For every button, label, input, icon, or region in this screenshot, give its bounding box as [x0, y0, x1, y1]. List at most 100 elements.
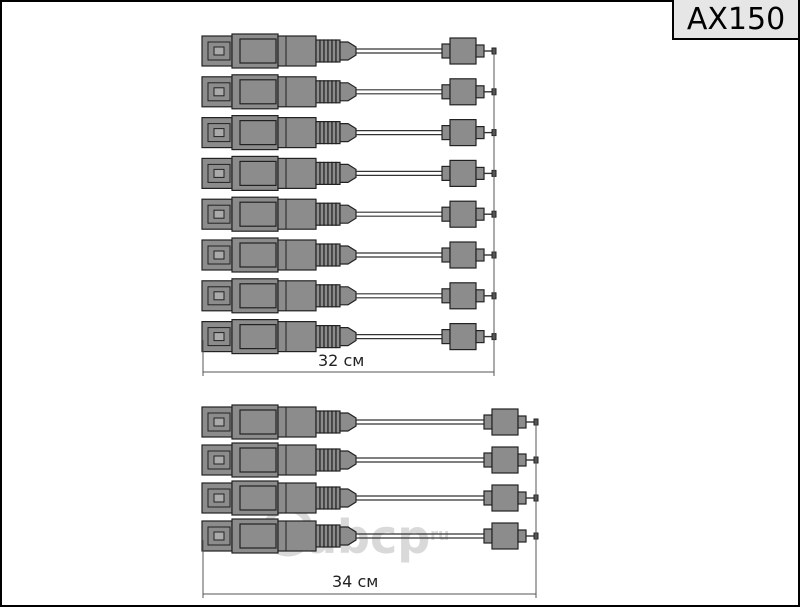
terminal-cap-inner — [207, 123, 231, 143]
distributor-boot-neck — [475, 248, 485, 262]
distributor-boot-body — [491, 408, 519, 436]
distributor-boot-collar — [441, 84, 451, 100]
ignition-cable-g1-6 — [201, 237, 497, 273]
boot-body-panel — [239, 485, 277, 511]
boot-rib — [331, 120, 337, 145]
terminal-cap-inner — [207, 286, 231, 306]
boot-rib — [323, 243, 329, 267]
boot-rib — [331, 486, 337, 510]
boot-rib — [327, 524, 333, 548]
terminal-contact — [213, 209, 225, 219]
boot-rib — [327, 486, 333, 510]
distributor-boot-neck — [517, 529, 527, 543]
boot-section — [277, 444, 317, 476]
distributor-boot-neck — [517, 415, 527, 429]
ignition-cable-g2-4 — [201, 518, 539, 554]
distributor-boot-neck — [475, 125, 485, 140]
terminal-cap-inner — [207, 204, 231, 224]
boot-rib — [323, 161, 329, 185]
terminal-cap-inner — [207, 327, 231, 347]
boot-rib — [319, 486, 325, 510]
boot-section — [277, 239, 317, 271]
boot-body-panel — [239, 242, 277, 268]
boot-rib — [323, 284, 329, 308]
distributor-boot-body — [449, 118, 477, 147]
boot-section — [277, 157, 317, 189]
terminal-cap-inner — [207, 526, 231, 546]
boot-rib — [331, 39, 337, 63]
distributor-boot-neck — [475, 44, 485, 58]
boot-taper — [339, 327, 357, 347]
ignition-cable-g1-8 — [201, 319, 497, 355]
distributor-boot-collar — [483, 452, 493, 468]
ignition-cable-g1-7 — [201, 278, 497, 314]
ignition-cable-g1-1 — [201, 33, 497, 69]
boot-section — [277, 482, 317, 514]
boot-body-panel — [239, 201, 277, 227]
boot-rib — [315, 486, 321, 510]
boot-section — [277, 35, 317, 67]
boot-body-panel — [239, 38, 277, 64]
boot-rib — [323, 325, 329, 349]
boot-rib — [323, 410, 329, 434]
boot-rib — [331, 243, 337, 267]
terminal-contact — [213, 250, 225, 260]
distributor-boot-neck — [475, 207, 485, 221]
distributor-boot-collar — [441, 124, 451, 141]
distributor-boot-collar — [441, 43, 451, 59]
boot-taper — [339, 526, 357, 546]
distributor-boot-collar — [483, 414, 493, 430]
boot-rib — [315, 243, 321, 267]
boot-rib — [315, 448, 321, 472]
boot-rib — [319, 410, 325, 434]
boot-rib — [331, 161, 337, 185]
boot-rib — [319, 202, 325, 226]
boot-rib — [315, 284, 321, 308]
distributor-boot-body — [491, 522, 519, 550]
boot-section — [277, 321, 317, 353]
distributor-boot-body — [449, 200, 477, 228]
distributor-boot-collar — [483, 490, 493, 506]
boot-rib — [327, 243, 333, 267]
distributor-boot-body — [449, 37, 477, 65]
terminal-cap-inner — [207, 488, 231, 508]
boot-rib — [315, 80, 321, 104]
terminal-cap-inner — [207, 163, 231, 183]
boot-rib — [327, 448, 333, 472]
boot-taper — [339, 286, 357, 306]
boot-rib — [323, 202, 329, 226]
cable-group-container — [201, 33, 539, 554]
boot-rib — [315, 410, 321, 434]
boot-body-panel — [239, 119, 277, 146]
boot-taper — [339, 41, 357, 61]
boot-taper — [339, 123, 357, 143]
distributor-boot-neck — [475, 85, 485, 99]
distributor-boot-collar — [441, 288, 451, 304]
boot-rib — [327, 39, 333, 63]
boot-rib — [319, 80, 325, 104]
terminal-cap-inner — [207, 450, 231, 470]
boot-section — [277, 76, 317, 108]
boot-body-panel — [239, 79, 277, 105]
boot-rib — [323, 486, 329, 510]
dimension-lines — [202, 50, 537, 598]
ignition-cable-g2-2 — [201, 442, 539, 478]
boot-rib — [315, 524, 321, 548]
boot-section — [277, 280, 317, 312]
boot-rib — [319, 284, 325, 308]
dimension-label-group-2: 34 см — [332, 572, 378, 591]
boot-body-panel — [239, 160, 277, 186]
distributor-boot-body — [449, 282, 477, 310]
boot-taper — [339, 163, 357, 183]
distributor-boot-neck — [475, 289, 485, 303]
boot-rib — [315, 39, 321, 63]
ignition-cable-g1-2 — [201, 74, 497, 110]
boot-rib — [323, 120, 329, 145]
boot-rib — [315, 120, 321, 145]
terminal-contact — [213, 493, 225, 503]
boot-rib — [331, 410, 337, 434]
dimension-label-group-1: 32 см — [318, 351, 364, 370]
boot-rib — [315, 325, 321, 349]
boot-section — [277, 116, 317, 149]
